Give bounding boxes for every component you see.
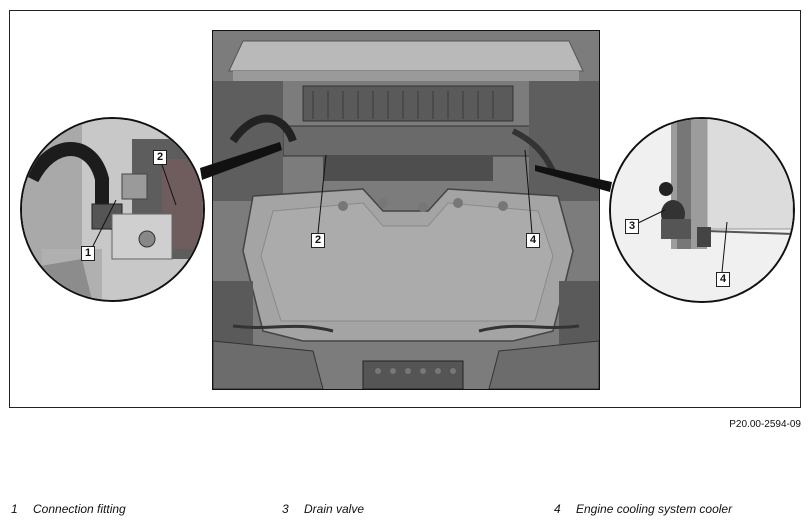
legend-item: 3 Drain valve xyxy=(282,502,364,516)
legend-number: 3 xyxy=(282,502,289,516)
figure-reference-code: P20.00-2594-09 xyxy=(729,419,801,430)
callout-1: 1 xyxy=(81,246,96,261)
legend-label: Connection fitting xyxy=(33,502,126,516)
callout-4-zoom: 4 xyxy=(716,272,731,287)
callout-2-zoom: 2 xyxy=(153,150,168,165)
legend-item: 4 Engine cooling system cooler xyxy=(554,502,732,516)
zoom-detail-drain-valve-cooler xyxy=(609,117,795,303)
legend-label: Drain valve xyxy=(304,502,365,516)
callout-4-main: 4 xyxy=(526,233,541,248)
legend-item: 1 Connection fitting xyxy=(11,502,126,516)
legend-label: Engine cooling system cooler xyxy=(576,502,733,516)
zoom-detail-connection-fitting xyxy=(20,117,205,302)
figure-frame xyxy=(9,10,801,408)
legend-number: 1 xyxy=(11,502,18,516)
callout-2-main: 2 xyxy=(311,233,326,248)
legend-number: 4 xyxy=(554,502,561,516)
callout-3: 3 xyxy=(625,219,640,234)
engine-underside-photo xyxy=(212,30,600,390)
